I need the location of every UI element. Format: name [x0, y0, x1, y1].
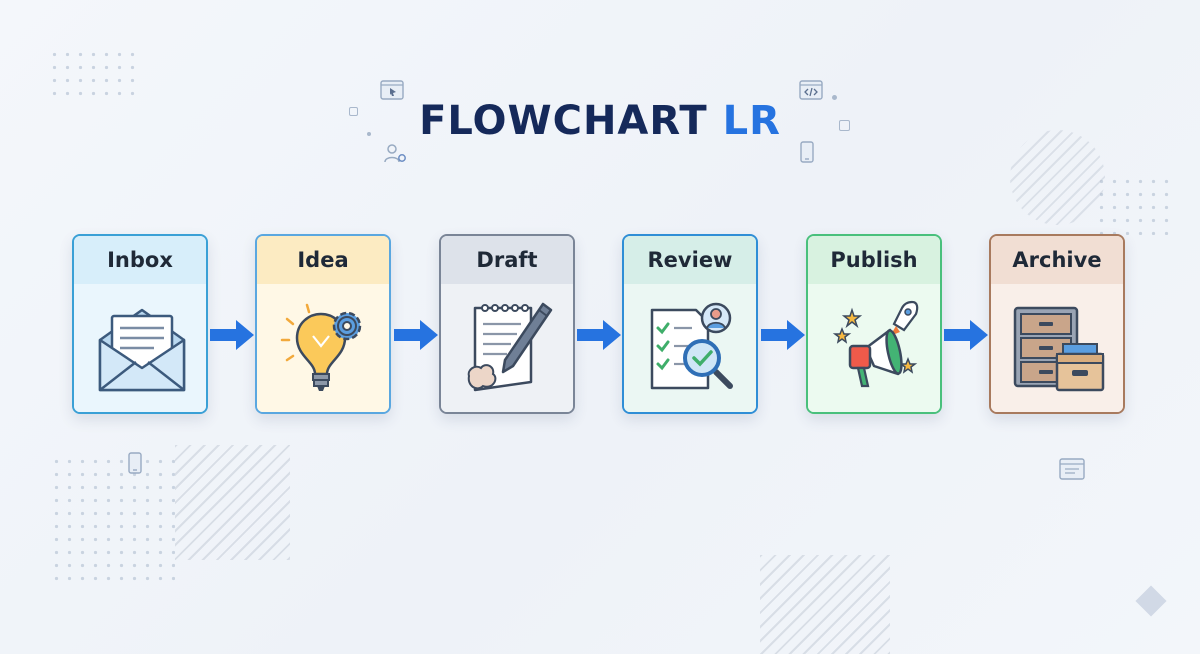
lightbulb-gear-icon	[280, 303, 362, 391]
flow-arrow	[210, 320, 254, 350]
hatch-pattern	[760, 555, 890, 654]
small-dot-shape	[367, 132, 371, 136]
corner-sparkle-icon	[1135, 585, 1167, 617]
node-publish: Publish	[806, 234, 942, 414]
flow-arrow	[394, 320, 438, 350]
node-label: Draft	[441, 236, 573, 284]
phone-icon	[128, 452, 142, 474]
megaphone-rocket-icon	[832, 300, 919, 388]
user-gear-icon	[384, 144, 406, 163]
cabinet-box-icon	[1013, 306, 1105, 392]
small-dot-shape	[832, 95, 837, 100]
circle-hatch-pattern	[1010, 130, 1105, 225]
flow-arrow	[761, 320, 805, 350]
title-accent: LR	[722, 98, 781, 144]
dot-pattern	[50, 455, 175, 585]
title-main: FLOWCHART	[419, 98, 708, 144]
node-label: Archive	[991, 236, 1123, 284]
dot-pattern	[48, 48, 136, 104]
node-draft: Draft	[439, 234, 575, 414]
checklist-magnifier-icon	[650, 302, 733, 390]
node-label: Idea	[257, 236, 389, 284]
node-label: Publish	[808, 236, 940, 284]
node-label: Review	[624, 236, 756, 284]
browser-cursor-icon	[380, 80, 404, 100]
node-label: Inbox	[74, 236, 206, 284]
flow-arrow	[944, 320, 988, 350]
node-inbox: Inbox	[72, 234, 208, 414]
node-idea: Idea	[255, 234, 391, 414]
phone-icon	[800, 141, 814, 163]
node-review: Review	[622, 234, 758, 414]
small-square-shape	[349, 107, 358, 116]
dot-pattern	[1095, 175, 1175, 235]
code-window-icon	[799, 80, 823, 100]
diagram-title: FLOWCHART LR	[0, 98, 1200, 144]
flow-arrow	[577, 320, 621, 350]
browser-list-icon	[1059, 458, 1085, 480]
envelope-icon	[98, 308, 186, 392]
small-square-shape	[839, 120, 850, 131]
node-archive: Archive	[989, 234, 1125, 414]
hatch-pattern	[175, 445, 290, 560]
notepad-pen-icon	[467, 302, 553, 392]
